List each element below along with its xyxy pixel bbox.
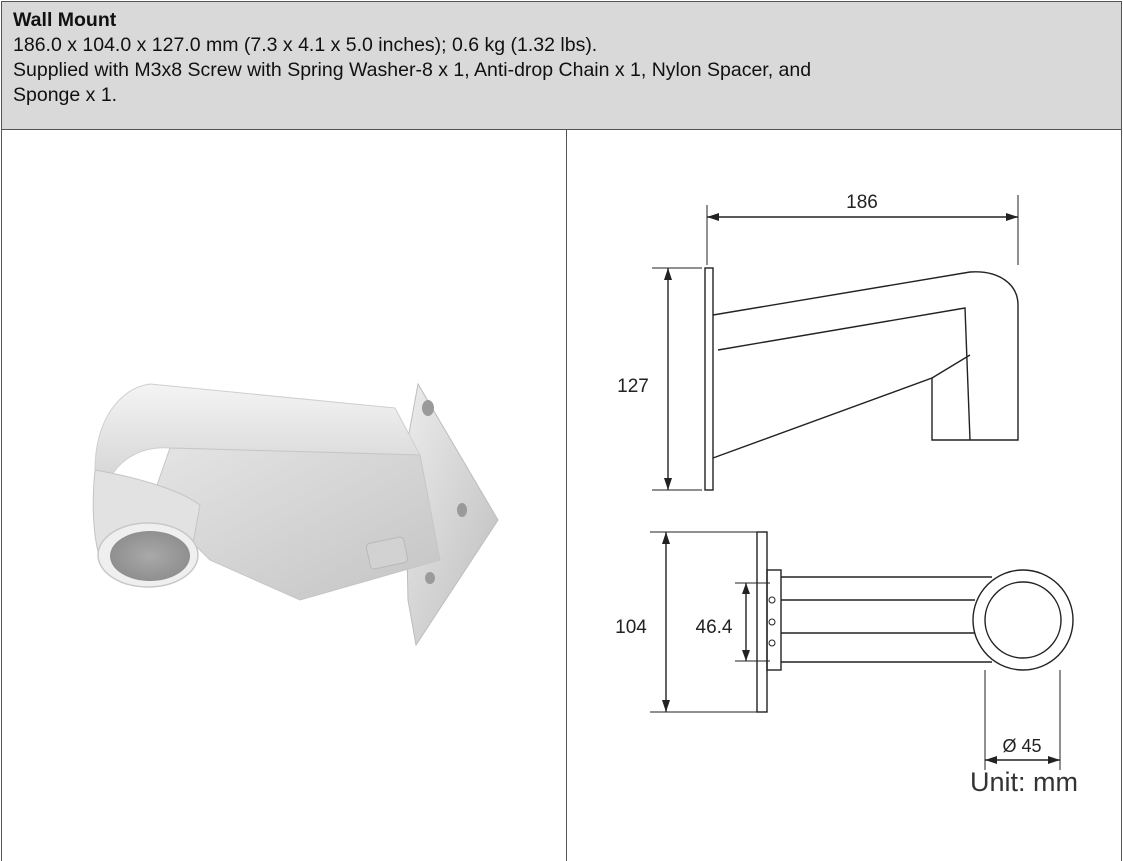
bottom-view-flange xyxy=(766,569,782,671)
mount-arm-top xyxy=(94,383,421,479)
unit-label: Unit: mm xyxy=(970,767,1078,797)
dimension-drawing: 186 127 104 46.4 Ø 45 Unit: mm xyxy=(615,192,1078,797)
supplied-text-line-2: Sponge x 1. xyxy=(13,84,118,106)
dimensions-text: 186.0 x 104.0 x 127.0 mm (7.3 x 4.1 x 5.… xyxy=(13,34,598,56)
side-view-body xyxy=(712,271,1019,459)
bottom-view-ring-outer xyxy=(972,569,1074,671)
width-dimension-label: 186 xyxy=(846,192,878,213)
table-border-right xyxy=(1121,130,1122,861)
plate-screw-hole xyxy=(422,400,434,416)
table-border-left xyxy=(1,130,2,861)
plate-screw-hole xyxy=(425,572,435,584)
product-photo xyxy=(92,382,499,647)
mount-label-recess xyxy=(365,536,409,570)
diameter-dimension-label: Ø 45 xyxy=(1002,736,1041,756)
product-title: Wall Mount xyxy=(13,9,117,31)
inner-dimension-label: 46.4 xyxy=(696,617,733,638)
height-dimension-label: 127 xyxy=(617,376,649,397)
table-divider xyxy=(566,130,567,861)
bottom-view-ring-inner xyxy=(984,581,1062,659)
spec-header-text: Wall Mount 186.0 x 104.0 x 127.0 mm (7.3… xyxy=(13,8,1113,108)
spec-header: Wall Mount 186.0 x 104.0 x 127.0 mm (7.3… xyxy=(1,1,1122,130)
side-view-plate xyxy=(704,267,714,491)
plate-screw-hole xyxy=(457,503,467,517)
side-view-slope xyxy=(931,354,971,379)
bottom-view-plate xyxy=(756,531,768,713)
supplied-text-line-1: Supplied with M3x8 Screw with Spring Was… xyxy=(13,59,812,81)
cylinder-opening xyxy=(110,531,190,581)
side-view-inner-line xyxy=(717,307,971,441)
depth-dimension-label: 104 xyxy=(615,617,647,638)
